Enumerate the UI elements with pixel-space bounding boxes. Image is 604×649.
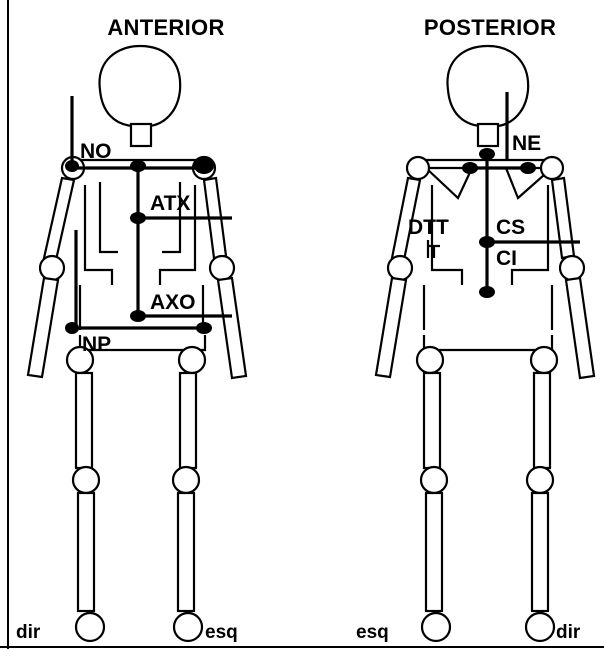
anterior-left-shin (178, 493, 194, 611)
posterior-torso (418, 160, 560, 350)
posterior-lower-spine-marker (479, 286, 495, 298)
posterior-right-shin (532, 493, 548, 611)
posterior-ne-marker (479, 148, 495, 160)
posterior-left-thigh (424, 373, 440, 468)
marker-label-axo: AXO (150, 291, 196, 314)
marker-label-cs: CS (496, 216, 525, 239)
anterior-sternal-notch-marker (130, 160, 146, 172)
anterior-right-forearm (28, 278, 58, 377)
posterior-right-thigh (534, 373, 550, 468)
posterior-left-elbow (388, 256, 412, 280)
anterior-panel: ANTERIOR (16, 15, 246, 643)
anterior-left-hip (179, 347, 205, 373)
anterior-right-knee (73, 467, 99, 493)
posterior-right-side-label: dir (556, 622, 581, 643)
anterior-right-upper-arm (44, 178, 74, 260)
marker-label-dtt: DTT (408, 216, 449, 239)
anterior-title: ANTERIOR (107, 15, 224, 40)
anterior-right-thigh (76, 373, 92, 468)
marker-label-np: NP (82, 333, 111, 356)
posterior-left-knee (421, 467, 447, 493)
posterior-right-elbow (560, 256, 584, 280)
anterior-right-elbow (40, 256, 64, 280)
anterior-right-np-marker (65, 322, 79, 334)
posterior-title: POSTERIOR (424, 15, 556, 40)
anterior-skeleton (28, 46, 246, 641)
anterior-right-side-label: esq (205, 622, 238, 643)
posterior-right-shoulder (541, 157, 563, 179)
posterior-left-shin (426, 493, 442, 611)
posterior-left-shoulder (407, 157, 429, 179)
posterior-head (447, 46, 528, 126)
anterior-left-knee (173, 467, 199, 493)
posterior-dtt-mark (428, 240, 440, 258)
posterior-left-hip (417, 347, 443, 373)
posterior-left-scapula-marker (462, 162, 478, 174)
posterior-panel: POSTERIOR (356, 15, 594, 643)
marker-label-ci: CI (496, 247, 517, 270)
anterior-left-forearm (218, 278, 246, 378)
marker-label-ne: NE (512, 132, 541, 155)
anterior-axo-marker (130, 310, 146, 322)
posterior-right-hip (531, 347, 557, 373)
anterior-left-thigh (180, 373, 196, 468)
posterior-left-foot (422, 613, 450, 641)
anterior-left-elbow (210, 256, 234, 280)
anterior-right-shin (78, 493, 94, 611)
posterior-skeleton (376, 46, 594, 641)
posterior-right-forearm (566, 278, 594, 378)
anterior-left-shoulder-marker (194, 158, 214, 174)
posterior-left-forearm (376, 278, 406, 377)
posterior-right-knee (527, 467, 553, 493)
posterior-cs-ci-marker (479, 236, 495, 248)
anterior-neck (131, 124, 151, 146)
posterior-left-side-label: esq (356, 622, 389, 643)
anterior-right-shoulder-marker (65, 160, 79, 172)
posterior-right-foot (526, 613, 554, 641)
marker-label-no: NO (80, 140, 112, 163)
posterior-right-upper-arm (552, 178, 574, 258)
anterior-right-foot (76, 613, 104, 641)
posterior-neck (478, 124, 498, 146)
anterior-left-side-label: dir (16, 622, 41, 643)
anterior-atx-marker (130, 212, 146, 224)
anterior-left-np-marker (196, 322, 212, 334)
anterior-head (100, 46, 181, 126)
posterior-right-scapula-marker (520, 162, 536, 174)
anterior-left-foot (174, 613, 202, 641)
marker-label-atx: ATX (150, 192, 190, 215)
